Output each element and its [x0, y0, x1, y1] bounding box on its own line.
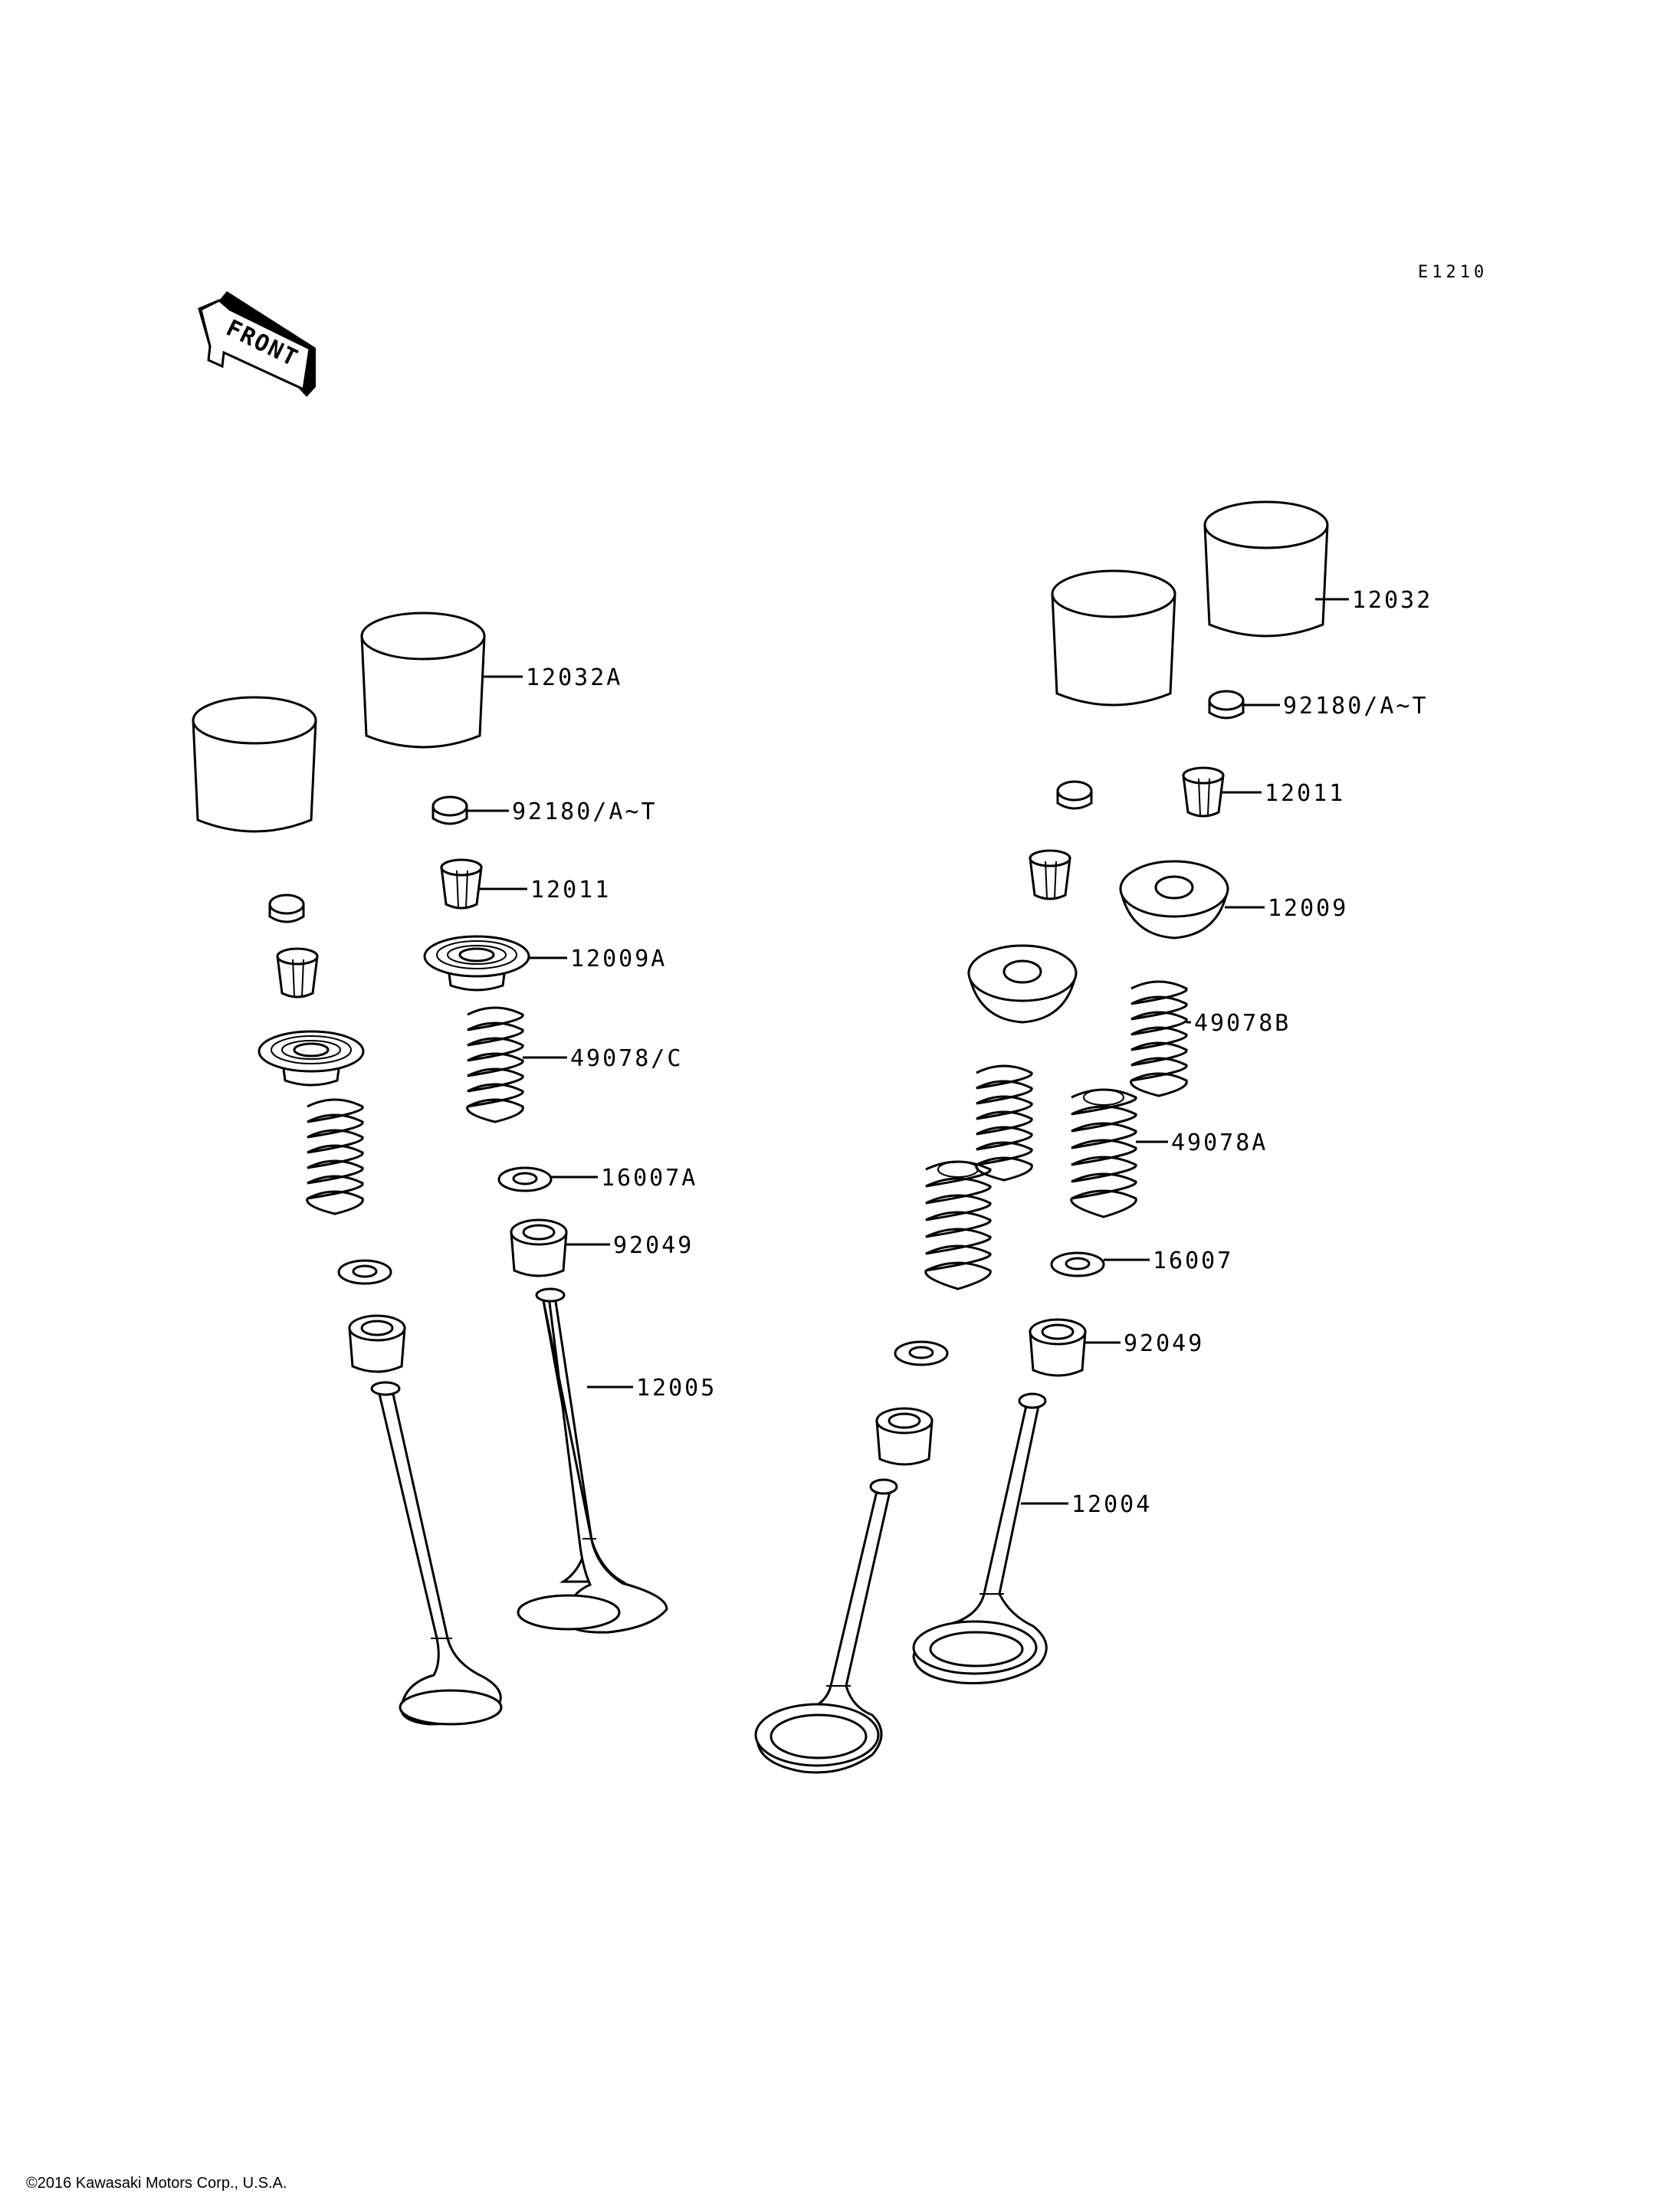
- shim-front-right: [1208, 690, 1245, 720]
- inner-spring-front-right: [1130, 980, 1188, 1097]
- spring-seat-rear-right: [894, 1340, 949, 1366]
- cotter-front-left: [440, 858, 483, 910]
- callout-92049-left: 92049: [613, 1232, 694, 1259]
- callout-92180-left: 92180/A~T: [512, 798, 658, 825]
- shim-rear-right: [1056, 780, 1093, 810]
- stem-seal-front-right: [1029, 1318, 1087, 1377]
- valve-lifter-rear-right: [1051, 569, 1176, 707]
- outer-spring-rear-right: [924, 1160, 992, 1290]
- front-arrow-icon: FRONT: [198, 291, 316, 397]
- callout-12011-left: 12011: [530, 877, 611, 903]
- callout-12004: 12004: [1071, 1491, 1152, 1518]
- callout-92180-right: 92180/A~T: [1283, 693, 1429, 720]
- shim-rear-left: [268, 894, 305, 923]
- right-callouts: 12032 92180/A~T 12011 12009 49078B 49078…: [1071, 587, 1432, 1518]
- callout-92049-right: 92049: [1124, 1330, 1204, 1357]
- stem-seal-rear-right: [875, 1407, 934, 1466]
- cotter-rear-right: [1029, 849, 1071, 900]
- cotter-front-right: [1182, 766, 1225, 818]
- outer-spring-front-right: [1070, 1088, 1137, 1218]
- exhaust-valve-rear: [370, 1381, 503, 1726]
- inner-spring-rear-right: [975, 1064, 1033, 1182]
- exhaust-valve-front: [517, 1287, 668, 1634]
- spring-seat-rear-left: [337, 1259, 392, 1285]
- valve-lifter-front-left: [360, 612, 486, 749]
- stem-seal-rear-left: [348, 1314, 406, 1373]
- left-exhaust-valve-group: [192, 612, 668, 1726]
- retainer-front-left: [423, 935, 530, 992]
- copyright-notice: ©2016 Kawasaki Motors Corp., U.S.A.: [26, 2175, 287, 2192]
- diagram-reference-code: E1210: [1418, 263, 1488, 282]
- shim-front-left: [431, 795, 468, 825]
- callout-12009: 12009: [1268, 895, 1348, 922]
- callout-12011-right: 12011: [1265, 780, 1345, 807]
- retainer-rear-right: [967, 944, 1078, 1024]
- left-callouts: 12032A 92180/A~T 12011 12009A 49078/C 16…: [512, 664, 717, 1402]
- spring-seat-front-left: [497, 1166, 553, 1192]
- stem-seal-front-left: [510, 1218, 568, 1277]
- callout-12009a: 12009A: [570, 946, 667, 972]
- callout-12005: 12005: [636, 1375, 717, 1402]
- right-intake-valve-group: [754, 500, 1329, 1774]
- intake-valve-front: [912, 1392, 1048, 1684]
- spring-seat-front-right: [1050, 1251, 1105, 1277]
- spring-rear-left: [306, 1098, 364, 1215]
- intake-valve-rear: [754, 1478, 898, 1774]
- leader-lines: [468, 598, 1349, 1505]
- retainer-front-right: [1119, 860, 1229, 939]
- valve-lifter-front-right: [1203, 500, 1329, 638]
- callout-16007a: 16007A: [601, 1165, 697, 1192]
- callout-12032a: 12032A: [526, 664, 622, 691]
- callout-49078b: 49078B: [1194, 1010, 1291, 1037]
- callout-49078c: 49078/C: [570, 1045, 683, 1072]
- cotter-rear-left: [276, 947, 319, 998]
- valve-lifter-rear-left: [192, 696, 317, 833]
- callout-49078a: 49078A: [1171, 1130, 1268, 1156]
- callout-16007: 16007: [1153, 1248, 1233, 1274]
- callout-12032: 12032: [1352, 587, 1432, 614]
- spring-front-left: [466, 1006, 524, 1123]
- retainer-rear-left: [258, 1030, 365, 1087]
